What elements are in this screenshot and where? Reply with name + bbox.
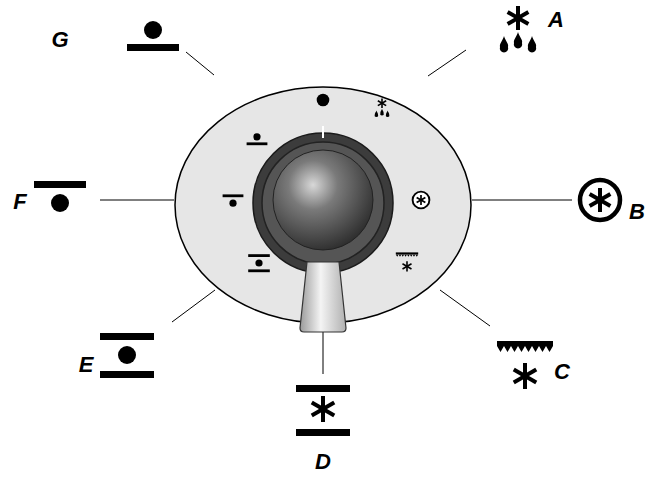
knob-tick bbox=[322, 126, 324, 138]
leader-line bbox=[172, 290, 215, 322]
callout-letter: B bbox=[629, 201, 645, 223]
callout-letter: C bbox=[554, 361, 570, 383]
callout-letter: D bbox=[315, 451, 331, 473]
dial-symbol bbox=[248, 254, 270, 272]
leader-line bbox=[186, 52, 214, 75]
dial-symbol bbox=[223, 194, 244, 206]
knob-ring bbox=[253, 133, 393, 273]
knob-inner-ring bbox=[262, 142, 384, 264]
dial-symbol bbox=[396, 252, 418, 271]
dial-symbol bbox=[247, 133, 268, 145]
knob-pointer bbox=[300, 262, 346, 332]
leader-line bbox=[100, 200, 174, 201]
mode-icon bbox=[34, 181, 86, 212]
dial-symbol bbox=[317, 94, 330, 107]
knob-ball bbox=[273, 150, 373, 250]
callout-letter: G bbox=[51, 29, 68, 51]
callout-letter: F bbox=[13, 191, 26, 213]
leader-line bbox=[440, 290, 490, 326]
mode-icon bbox=[296, 385, 350, 436]
mode-icon bbox=[497, 341, 553, 389]
mode-icon bbox=[500, 6, 536, 52]
dial-symbol bbox=[413, 192, 430, 209]
callout-letter: A bbox=[548, 9, 564, 31]
mode-icon bbox=[127, 21, 179, 51]
dial-symbol bbox=[375, 98, 390, 117]
leader-line bbox=[428, 50, 466, 76]
mode-icon bbox=[580, 180, 620, 220]
callout-letter: E bbox=[79, 354, 94, 376]
mode-icon bbox=[100, 333, 154, 378]
leader-line bbox=[472, 200, 572, 201]
leader-line bbox=[323, 326, 324, 374]
